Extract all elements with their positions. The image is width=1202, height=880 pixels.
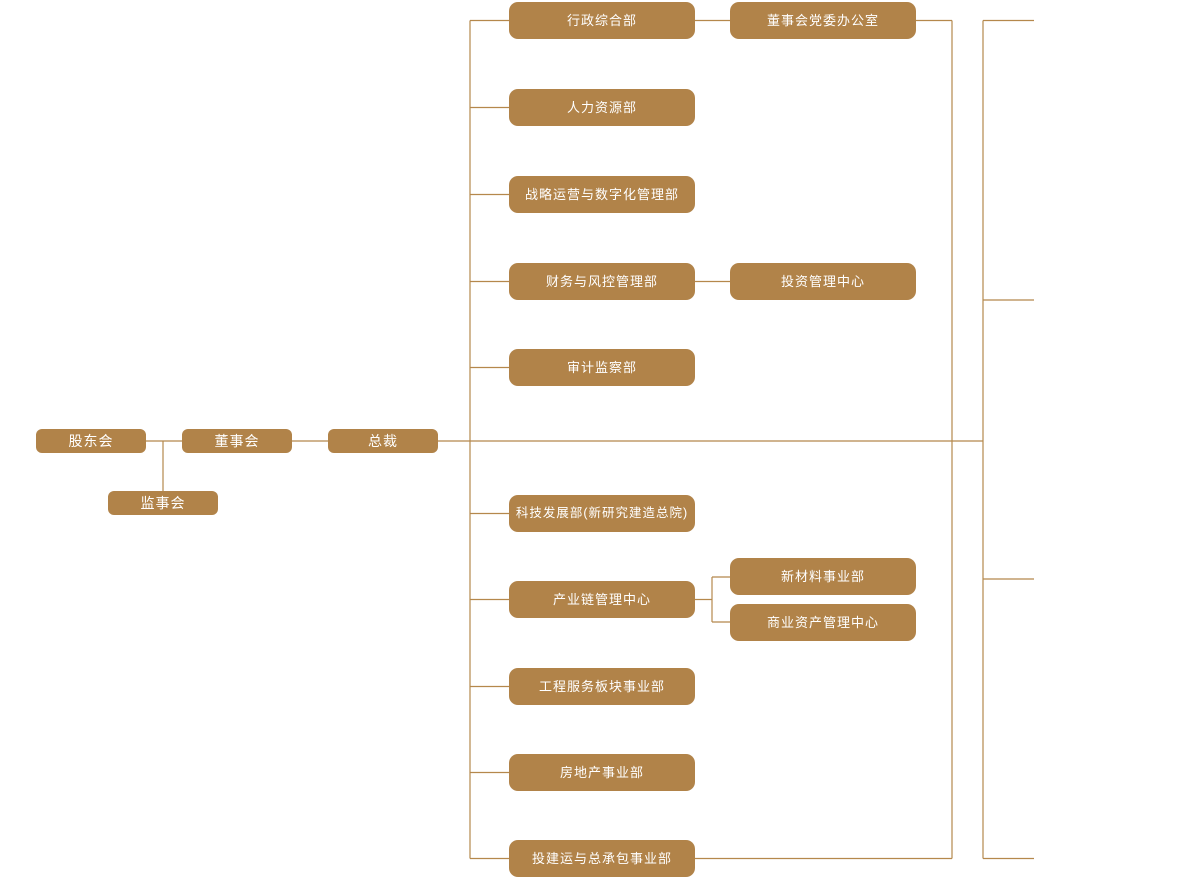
org-node-dept-finance-risk: 财务与风控管理部 — [509, 263, 695, 300]
org-node-dept-tech-development: 科技发展部(新研究建造总院) — [509, 495, 695, 532]
org-node-dept-investment-epc: 投建运与总承包事业部 — [509, 840, 695, 877]
org-node-dept-audit: 审计监察部 — [509, 349, 695, 386]
org-node-dept-industry-chain: 产业链管理中心 — [509, 581, 695, 618]
org-node-dept-hr: 人力资源部 — [509, 89, 695, 126]
org-node-shareholders-meeting: 股东会 — [36, 429, 146, 453]
org-node-dept-admin: 行政综合部 — [509, 2, 695, 39]
org-node-center-commercial-assets: 商业资产管理中心 — [730, 604, 916, 641]
org-node-center-investment-mgmt: 投资管理中心 — [730, 263, 916, 300]
org-node-dept-real-estate: 房地产事业部 — [509, 754, 695, 791]
org-node-supervisory-board: 监事会 — [108, 491, 218, 515]
org-node-office-board-party: 董事会党委办公室 — [730, 2, 916, 39]
org-node-division-new-materials: 新材料事业部 — [730, 558, 916, 595]
org-node-president: 总裁 — [328, 429, 438, 453]
org-node-dept-strategy-digital: 战略运营与数字化管理部 — [509, 176, 695, 213]
org-node-board-of-directors: 董事会 — [182, 429, 292, 453]
org-node-dept-engineering-services: 工程服务板块事业部 — [509, 668, 695, 705]
